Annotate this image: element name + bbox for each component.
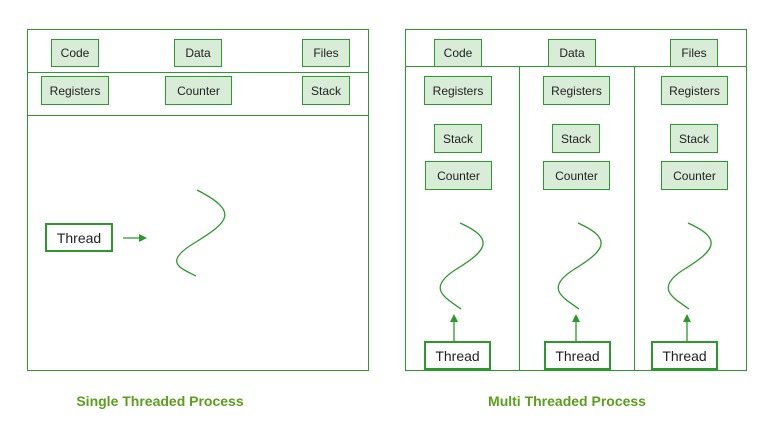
single-registers-box: Registers xyxy=(41,76,109,105)
multi-thread-divider-2 xyxy=(634,66,635,371)
multi-process-frame xyxy=(405,29,747,371)
multi-t2-registers-box: Registers xyxy=(543,76,610,105)
multi-t2-stack-box: Stack xyxy=(552,124,600,153)
multi-t3-registers-box: Registers xyxy=(661,76,728,105)
single-thread-box: Thread xyxy=(45,223,113,252)
single-counter-box: Counter xyxy=(165,76,232,105)
single-data-box: Data xyxy=(174,39,222,67)
multi-t1-counter-box: Counter xyxy=(425,161,492,190)
multi-caption: Multi Threaded Process xyxy=(488,393,646,409)
single-caption: Single Threaded Process xyxy=(76,393,244,409)
single-private-divider xyxy=(27,115,369,116)
multi-thread-divider-1 xyxy=(519,66,520,371)
multi-t3-stack-box: Stack xyxy=(670,124,718,153)
single-process-frame xyxy=(27,29,369,371)
single-stack-box: Stack xyxy=(302,76,350,105)
multi-data-box: Data xyxy=(548,39,596,67)
single-shared-divider xyxy=(27,72,369,73)
multi-code-box: Code xyxy=(434,39,482,67)
single-thread-squiggle-icon xyxy=(176,189,226,277)
multi-t1-stack-box: Stack xyxy=(434,124,482,153)
multi-t2-thread-box: Thread xyxy=(544,341,611,370)
multi-files-box: Files xyxy=(670,39,718,67)
multi-t3-squiggle-icon xyxy=(667,222,712,310)
multi-t1-thread-box: Thread xyxy=(424,341,491,370)
multi-t3-thread-box: Thread xyxy=(651,341,718,370)
multi-t2-counter-box: Counter xyxy=(543,161,610,190)
multi-t1-registers-box: Registers xyxy=(424,76,492,105)
single-code-box: Code xyxy=(51,39,99,67)
single-files-box: Files xyxy=(302,39,350,67)
multi-t1-squiggle-icon xyxy=(439,222,484,310)
multi-t2-squiggle-icon xyxy=(557,222,602,310)
multi-t3-counter-box: Counter xyxy=(661,161,728,190)
